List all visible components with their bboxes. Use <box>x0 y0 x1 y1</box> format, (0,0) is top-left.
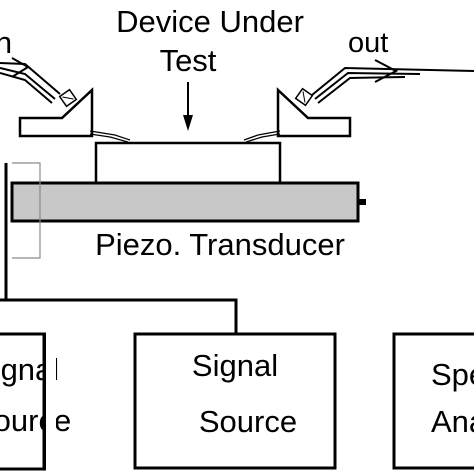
transducer-electrode-outline <box>12 162 41 259</box>
left-signal-source-box <box>0 332 48 471</box>
signal-source-box <box>133 332 337 470</box>
device-under-test <box>94 141 282 185</box>
out-label: out <box>348 27 388 59</box>
right-connector <box>294 87 314 107</box>
left-connector <box>58 88 78 108</box>
dut-label-line1: Device Under <box>116 4 304 39</box>
transducer-terminal <box>358 199 366 205</box>
output-cable <box>311 59 474 104</box>
probe-tips <box>89 130 281 143</box>
input-cable <box>0 57 61 104</box>
signal-source-line1: Signal <box>192 348 278 383</box>
piezo-transducer <box>10 181 360 223</box>
analyzer-line2: Analyzer <box>431 404 474 439</box>
transducer-label: Piezo. Transducer <box>95 227 345 262</box>
center-source-wire <box>0 298 238 334</box>
spectrum-analyzer-box <box>392 332 474 470</box>
signal-source-line2: Source <box>199 404 297 439</box>
dut-pointer-arrow <box>183 82 193 131</box>
in-label: in <box>0 25 12 60</box>
left-box-line2: Source <box>0 403 71 438</box>
dut-label-line2: Test <box>160 43 217 78</box>
right-probe-block <box>276 87 352 138</box>
left-probe-block <box>18 87 94 138</box>
analyzer-line1: Spectrum <box>431 357 474 392</box>
